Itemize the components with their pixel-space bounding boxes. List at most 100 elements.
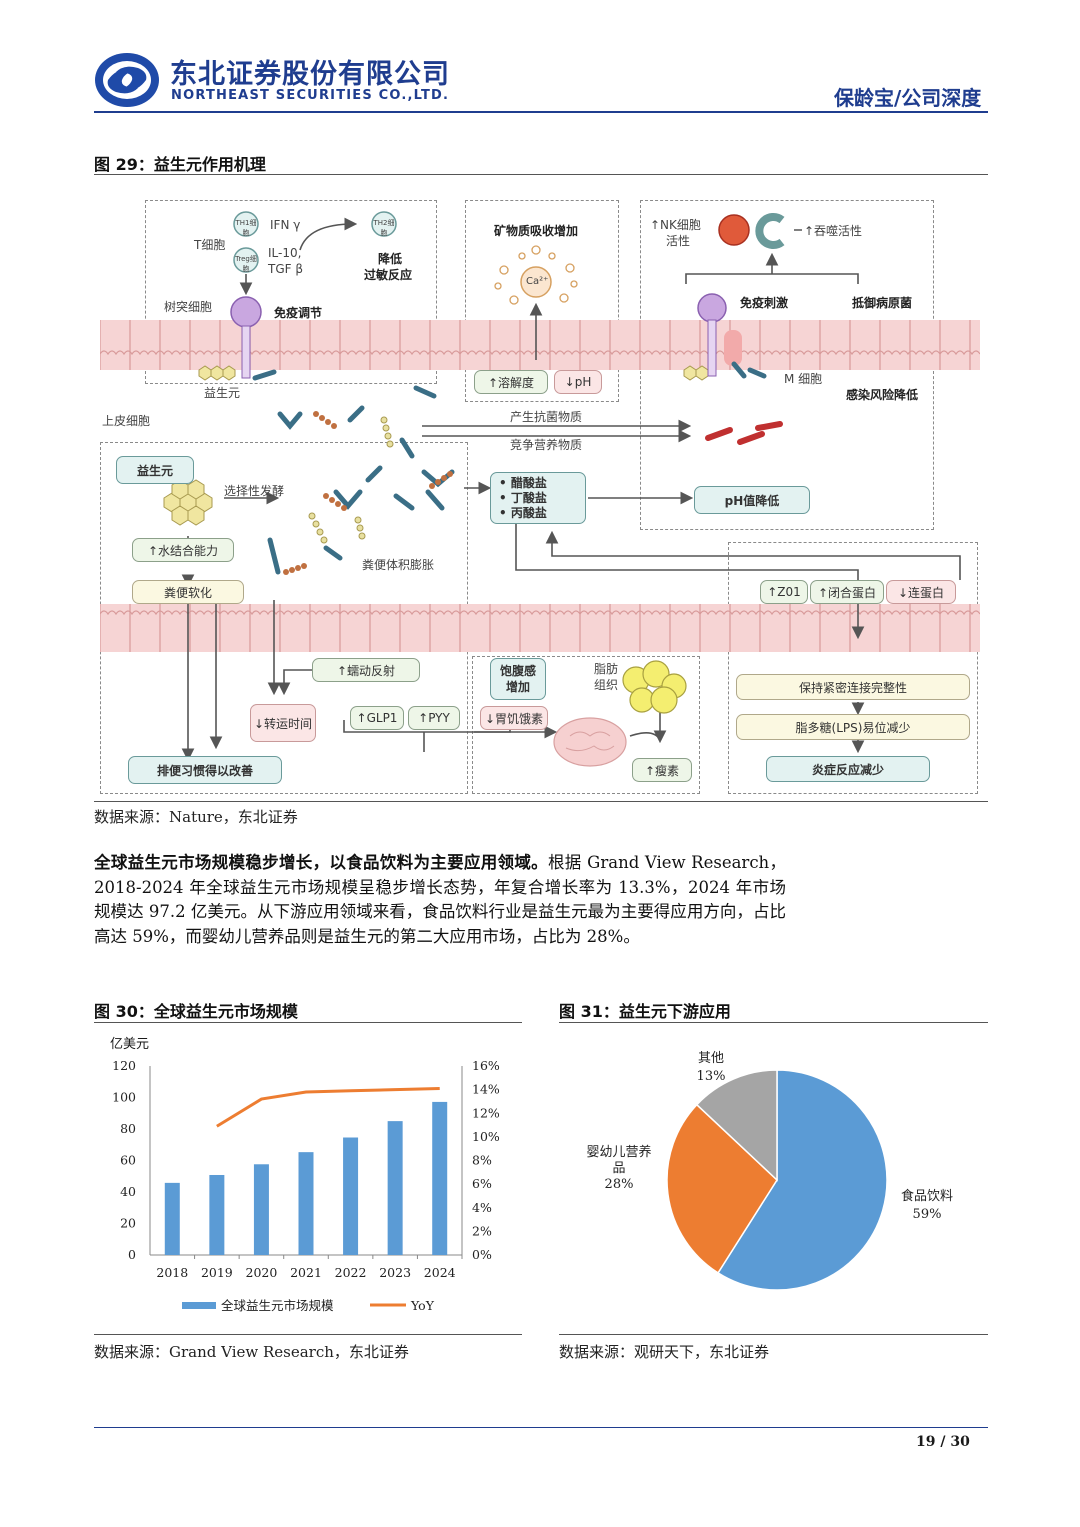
nk-label-1: ↑NK细胞 bbox=[650, 218, 701, 232]
report-tag: 保龄宝/公司深度 bbox=[834, 86, 982, 110]
selective-fermentation-label: 选择性发酵 bbox=[224, 484, 285, 498]
fig30-title: 图 30：全球益生元市场规模 bbox=[94, 1002, 298, 1021]
th1-label: TH1细胞 bbox=[235, 219, 257, 237]
fig31-source: 数据来源：观研天下，东北证券 bbox=[559, 1343, 770, 1361]
company-name-en: NORTHEAST SECURITIES CO.,LTD. bbox=[171, 88, 450, 103]
fig31-title: 图 31：益生元下游应用 bbox=[559, 1002, 731, 1021]
ghrelin-pill: ↓胃饥饿素 bbox=[480, 706, 548, 730]
calcium-label: Ca²⁺ bbox=[526, 276, 549, 287]
bar-2019 bbox=[209, 1174, 225, 1255]
y-right-tick-label: 8% bbox=[472, 1153, 492, 1168]
pie-label: 婴幼儿营养 bbox=[586, 1144, 651, 1160]
fat-label-2: 组织 bbox=[594, 678, 619, 692]
fig30-source: 数据来源：Grand View Research，东北证券 bbox=[94, 1343, 409, 1361]
pie-slice-2 bbox=[695, 1069, 778, 1182]
y-right-tick-label: 10% bbox=[472, 1129, 500, 1144]
epithelial-label: 上皮细胞 bbox=[102, 414, 151, 428]
footer-rule bbox=[94, 1427, 988, 1428]
legend-line-label: YoY bbox=[410, 1298, 435, 1313]
market-size-chart: 0204060801001200%2%4%6%8%10%12%14%16%201… bbox=[112, 1058, 500, 1313]
reduce-allergy-label-2: 过敏反应 bbox=[364, 268, 413, 282]
pie-pct-label: 28% bbox=[605, 1177, 634, 1192]
y-left-tick-label: 120 bbox=[112, 1058, 136, 1073]
fat-label-1: 脂肪 bbox=[594, 662, 619, 676]
x-tick-label: 2020 bbox=[246, 1265, 278, 1280]
fig29-source: 数据来源：Nature，东北证券 bbox=[94, 808, 298, 826]
bowel-habit-pill: 排便习惯得以改善 bbox=[128, 756, 282, 784]
body-paragraph: 全球益生元市场规模稳步增长，以食品饮料为主要应用领域。根据 Grand View… bbox=[94, 851, 786, 949]
antibacterial-label: 产生抗菌物质 bbox=[510, 410, 583, 424]
il10-label: IL-10, bbox=[268, 246, 302, 260]
immune-stimulation-label: 免疫刺激 bbox=[740, 296, 789, 310]
company-name-cn: 东北证券股份有限公司 bbox=[170, 59, 450, 90]
satiety-line2: 增加 bbox=[505, 680, 530, 694]
diagram-artwork bbox=[163, 211, 961, 767]
lps-pill: 脂多糖(LPS)易位减少 bbox=[736, 714, 970, 740]
x-tick-label: 2022 bbox=[335, 1265, 367, 1280]
fig29-title: 图 29：益生元作用机理 bbox=[94, 155, 266, 174]
fig29-top-rule bbox=[94, 174, 988, 175]
bar-2018 bbox=[164, 1182, 180, 1255]
mineral-box bbox=[465, 200, 619, 402]
pyy-pill: ↑PYY bbox=[408, 706, 460, 730]
scfa-box: • 醋酸盐 • 丁酸盐 • 丙酸盐 bbox=[490, 472, 586, 524]
fig29-bottom-rule bbox=[94, 801, 988, 802]
phagocytosis-label: ↑吞噬活性 bbox=[804, 224, 863, 238]
t-cell-label: T细胞 bbox=[194, 238, 226, 252]
bar-2023 bbox=[387, 1121, 403, 1255]
epithelium-lower bbox=[100, 604, 980, 652]
reduce-allergy-label-1: 降低 bbox=[378, 252, 403, 266]
pie-slice-0 bbox=[717, 1069, 888, 1291]
barrier-box bbox=[728, 542, 978, 794]
th2-label: TH2细胞 bbox=[373, 219, 395, 237]
stool-soften-pill: 粪便软化 bbox=[132, 580, 244, 604]
y-left-tick-label: 80 bbox=[120, 1121, 136, 1136]
water-binding-pill: ↑水结合能力 bbox=[132, 538, 234, 562]
tgf-label: TGF β bbox=[268, 262, 304, 276]
x-tick-label: 2021 bbox=[290, 1265, 322, 1280]
fig30-bottom-rule bbox=[94, 1334, 522, 1335]
tight-junction-pill: 保持紧密连接完整性 bbox=[736, 674, 970, 700]
pie-pct-label: 59% bbox=[913, 1207, 942, 1222]
zo1-pill: ↑Z01 bbox=[760, 580, 808, 604]
ph-down-pill: ↓pH bbox=[554, 370, 602, 394]
bar-2022 bbox=[343, 1137, 359, 1255]
legend-bar-label: 全球益生元市场规模 bbox=[221, 1298, 334, 1313]
compete-label: 竞争营养物质 bbox=[510, 438, 583, 452]
pie-label-cont: 品 bbox=[612, 1161, 625, 1176]
fig30-unit-label: 亿美元 bbox=[110, 1037, 150, 1052]
prebiotic-small-label: 益生元 bbox=[204, 386, 241, 400]
nk-label-2: 活性 bbox=[666, 234, 691, 248]
gut-hormone-box bbox=[472, 656, 700, 794]
y-left-tick-label: 100 bbox=[112, 1090, 136, 1105]
x-tick-label: 2019 bbox=[201, 1265, 233, 1280]
y-right-tick-label: 16% bbox=[472, 1058, 500, 1073]
resist-pathogen-label: 抵御病原菌 bbox=[852, 296, 913, 310]
peristalsis-pill: ↑蠕动反射 bbox=[312, 658, 420, 682]
y-left-tick-label: 20 bbox=[120, 1216, 136, 1231]
header-rule bbox=[94, 111, 988, 113]
y-left-tick-label: 40 bbox=[120, 1184, 136, 1199]
fig31-bottom-rule bbox=[559, 1334, 988, 1335]
legend-bar-swatch bbox=[182, 1302, 216, 1309]
y-left-tick-label: 60 bbox=[120, 1153, 136, 1168]
transit-time-pill: ↓转运时间 bbox=[250, 704, 316, 742]
zonulin-pill: ↓连蛋白 bbox=[886, 580, 956, 604]
treg-label: Treg细胞 bbox=[235, 255, 257, 273]
bar-2024 bbox=[432, 1101, 448, 1255]
fig31-top-rule bbox=[559, 1022, 988, 1023]
x-tick-label: 2018 bbox=[156, 1265, 188, 1280]
page-number: 19 / 30 bbox=[916, 1434, 970, 1450]
mechanism-diagram: TH1细胞 Treg细胞 TH2细胞 T细胞 IFN γ IL-10, TGF … bbox=[94, 180, 988, 800]
x-tick-label: 2023 bbox=[379, 1265, 411, 1280]
scfa-propionate: • 丙酸盐 bbox=[499, 505, 547, 520]
infection-risk-label: 感染风险降低 bbox=[846, 388, 919, 402]
ph-lower-pill: pH值降低 bbox=[694, 486, 810, 514]
y-right-tick-label: 12% bbox=[472, 1105, 500, 1120]
y-left-tick-label: 0 bbox=[128, 1247, 136, 1262]
header: 东北证券股份有限公司 NORTHEAST SECURITIES CO.,LTD.… bbox=[0, 0, 1080, 120]
bar-2020 bbox=[253, 1164, 269, 1255]
y-right-tick-label: 6% bbox=[472, 1176, 492, 1191]
stool-bulk-label: 粪便体积膨胀 bbox=[362, 558, 435, 572]
company-logo-icon bbox=[95, 53, 159, 107]
